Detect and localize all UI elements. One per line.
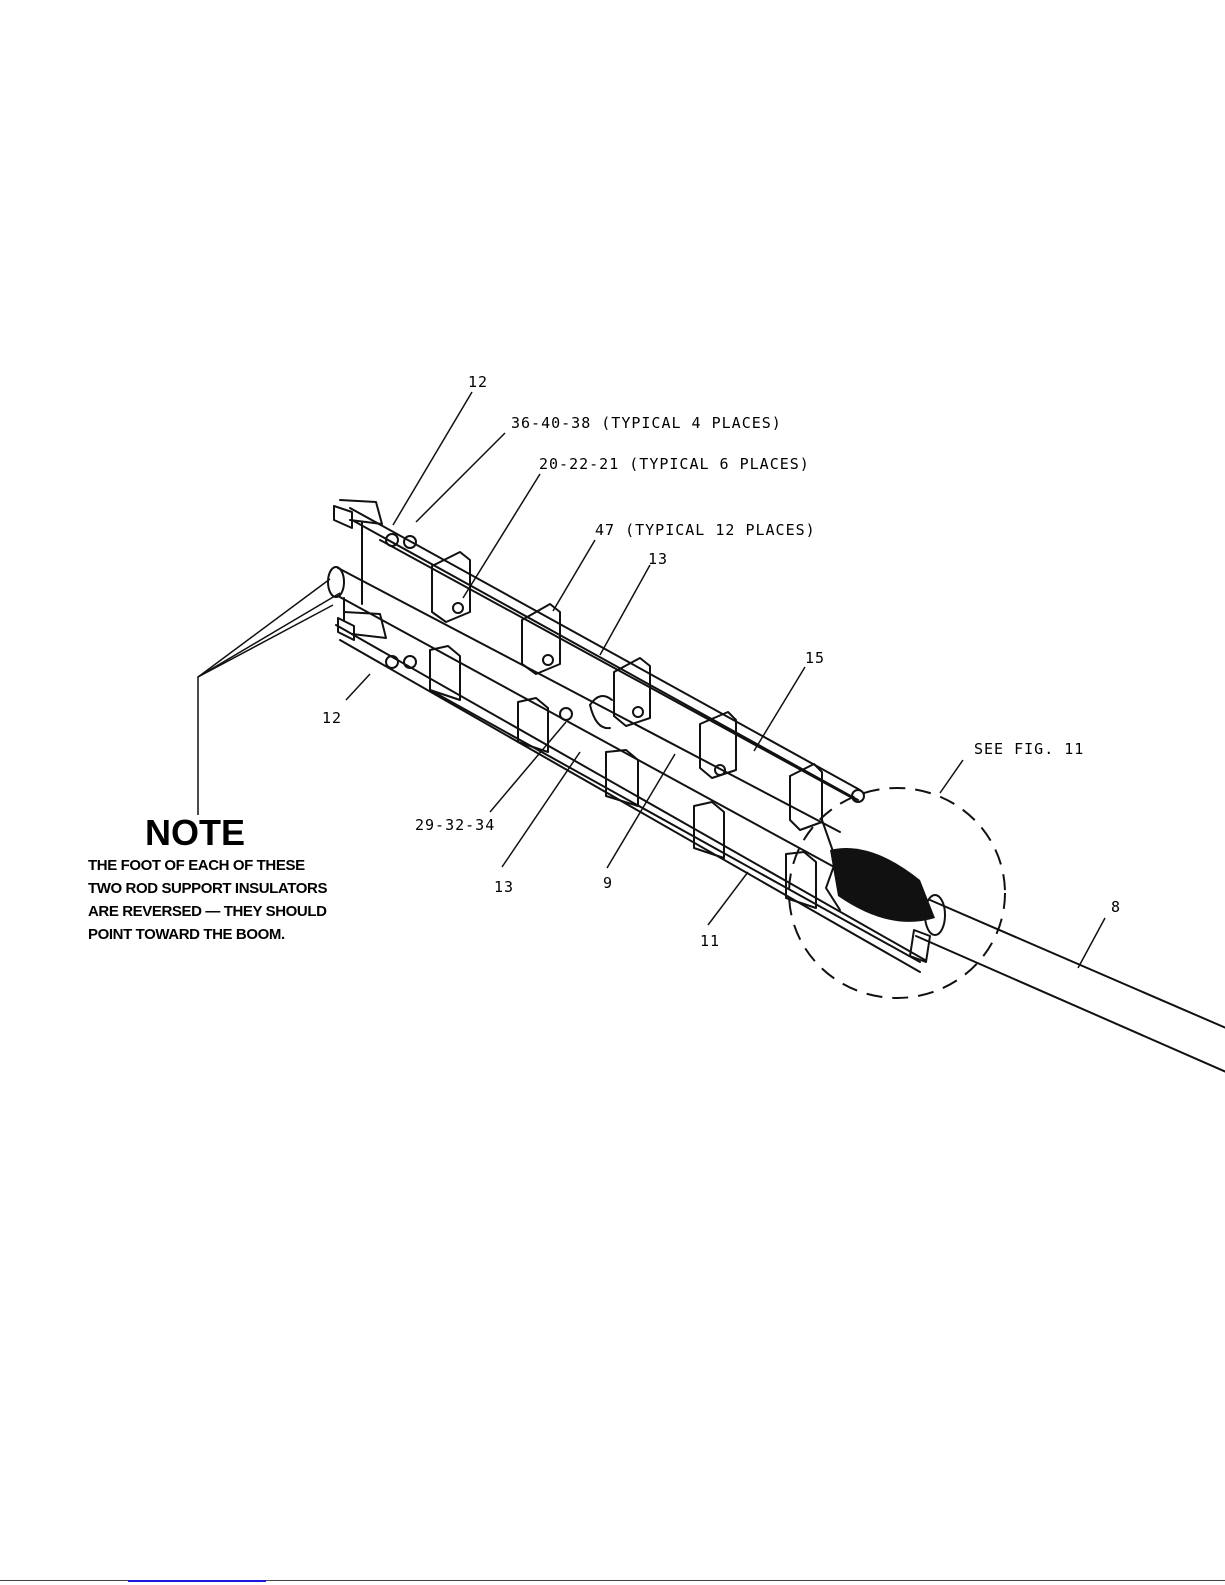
- callout-20-22-21: 20-22-21 (TYPICAL 6 PLACES): [539, 455, 810, 473]
- upper-insulators: [432, 552, 822, 830]
- note-line-1: THE FOOT OF EACH OF THESE: [88, 857, 305, 874]
- callout-47: 47 (TYPICAL 12 PLACES): [595, 521, 816, 539]
- boom-tube: [328, 567, 840, 868]
- note-line-3: ARE REVERSED — THEY SHOULD: [88, 903, 327, 920]
- callout-13-top: 13: [648, 550, 668, 568]
- callout-9: 9: [603, 874, 613, 892]
- lower-insulators: [430, 646, 816, 908]
- callout-11: 11: [700, 932, 720, 950]
- callout-36-40-38: 36-40-38 (TYPICAL 4 PLACES): [511, 414, 782, 432]
- callout-12-left: 12: [322, 709, 342, 727]
- note-line-4: POINT TOWARD THE BOOM.: [88, 926, 285, 943]
- callout-8: 8: [1111, 898, 1121, 916]
- note-title: NOTE: [145, 812, 245, 854]
- bolt-hardware: [386, 534, 864, 802]
- note-line-2: TWO ROD SUPPORT INSULATORS: [88, 880, 327, 897]
- page-link-underline[interactable]: [128, 1580, 266, 1582]
- callout-29-32-34: 29-32-34: [415, 816, 495, 834]
- callout-12-top: 12: [468, 373, 488, 391]
- callout-15: 15: [805, 649, 825, 667]
- callout-see-fig-11: SEE FIG. 11: [974, 740, 1084, 758]
- callout-13-bottom: 13: [494, 878, 514, 896]
- boom: [916, 900, 1225, 1100]
- leader-lines: [198, 392, 1105, 968]
